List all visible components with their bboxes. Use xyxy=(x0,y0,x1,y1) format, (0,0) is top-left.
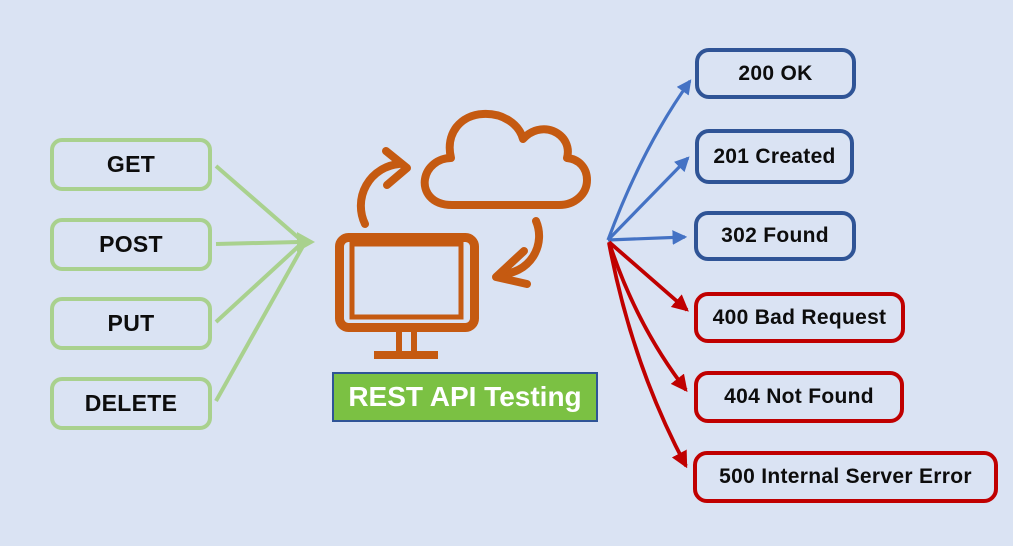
title-text: REST API Testing xyxy=(348,381,582,412)
error-connectors xyxy=(607,240,689,469)
monitor-base xyxy=(374,351,438,359)
monitor-screen xyxy=(349,241,464,320)
status-label-400: 400 Bad Request xyxy=(712,305,887,329)
status-box-404-not-found: 404 Not Found xyxy=(694,371,904,423)
connector-201-line xyxy=(606,156,690,242)
monitor-frame xyxy=(335,233,479,332)
method-label-get: GET xyxy=(106,151,156,177)
status-box-500-internal-server-error: 500 Internal Server Error xyxy=(693,451,998,503)
status-box-200-ok: 200 OK xyxy=(695,48,856,99)
cloud-icon xyxy=(420,109,591,209)
method-box-post: POST xyxy=(50,218,212,271)
connector-put-line xyxy=(214,242,303,324)
sync-arrow-up-arc xyxy=(356,160,403,228)
connector-get-line xyxy=(214,164,303,242)
status-box-400-bad-request: 400 Bad Request xyxy=(694,292,905,343)
status-label-500: 500 Internal Server Error xyxy=(719,465,972,488)
rest-api-testing-label: REST API Testing xyxy=(332,372,598,422)
status-label-200: 200 OK xyxy=(738,61,813,85)
status-box-302-found: 302 Found xyxy=(694,211,856,261)
connector-500-line xyxy=(607,242,688,469)
sync-arrow-down-head xyxy=(492,247,531,288)
connector-post-line xyxy=(215,240,300,246)
status-label-201: 201 Created xyxy=(713,144,836,168)
success-connectors xyxy=(606,79,692,245)
status-box-201-created: 201 Created xyxy=(695,129,854,184)
method-label-delete: DELETE xyxy=(84,390,178,416)
sync-arrow-up-head xyxy=(382,147,411,189)
method-label-post: POST xyxy=(99,231,163,257)
method-box-get: GET xyxy=(50,138,212,191)
method-box-put: PUT xyxy=(50,297,212,350)
sync-arrows-icon xyxy=(356,147,544,288)
monitor-icon xyxy=(335,233,479,359)
connector-404-line xyxy=(607,241,688,392)
green-arrowhead-icon xyxy=(297,232,315,252)
method-label-put: PUT xyxy=(107,310,155,336)
status-label-302: 302 Found xyxy=(721,224,829,247)
status-label-404: 404 Not Found xyxy=(724,385,874,408)
connector-302-line xyxy=(607,230,688,245)
connector-200-line xyxy=(606,79,692,241)
connector-delete-line xyxy=(214,245,305,402)
method-box-delete: DELETE xyxy=(50,377,212,430)
monitor-stand xyxy=(396,330,417,353)
method-connectors xyxy=(214,164,305,402)
sync-arrow-down-arc xyxy=(498,217,544,278)
connector-400-line xyxy=(607,240,689,312)
